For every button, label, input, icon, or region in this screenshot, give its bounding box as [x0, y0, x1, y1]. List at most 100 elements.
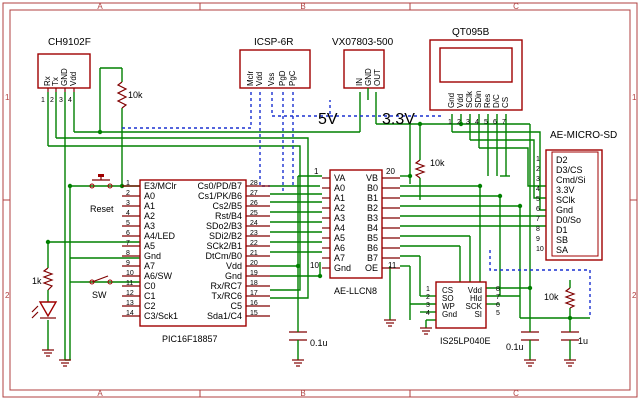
- pic-left-num-1: 1: [126, 180, 130, 187]
- ch9102f-num-1: 1: [41, 97, 45, 104]
- sd-card-module: AE-MICRO-SD D21D3/CS2Cmd/Si33.3V4SClk5Gn…: [536, 130, 617, 261]
- ch9102f-pin-rx: Rx: [43, 76, 52, 86]
- wires: [47, 67, 590, 361]
- pic-right-num-7: 22: [250, 240, 258, 247]
- sd-pin-6: Gnd: [556, 205, 573, 215]
- pic-right-pin-6: SDi2/B2: [209, 231, 242, 241]
- icsp-pin-pgd: PgD: [278, 70, 287, 86]
- icsp-pin-vdd: Vdd: [255, 72, 264, 86]
- voltage-regulator: VX07803-500 IN GND OUT: [332, 37, 394, 100]
- led: [31, 301, 58, 319]
- flash-left-num-2: 2: [426, 294, 430, 301]
- oled-num-6: 6: [493, 119, 497, 126]
- sd-pin-3: Cmd/Si: [556, 175, 586, 185]
- sd-pin-1: D2: [556, 155, 568, 165]
- oled-screen: [439, 47, 513, 83]
- llc-right-pin-8: B6: [367, 243, 378, 253]
- llc-oe-num: 11: [388, 261, 397, 270]
- pic-body: [139, 179, 247, 327]
- supply-3v3-label: 3.3V: [382, 111, 415, 128]
- oled-pin-dc: D/C: [492, 94, 501, 108]
- sd-num-6: 6: [536, 206, 540, 213]
- sd-num-8: 8: [536, 226, 540, 233]
- pic-right-pin-14: Sda1/C4: [207, 311, 242, 321]
- pic-right-num-8: 21: [250, 250, 258, 257]
- llc-left-pin-5: A3: [334, 213, 345, 223]
- pic-right-num-14: 15: [250, 310, 258, 317]
- pic-left-pin-10: A6/SW: [144, 271, 173, 281]
- pic-right-num-5: 24: [250, 220, 258, 227]
- ch9102f-body: [37, 53, 91, 89]
- capacitor-c3-value: 1u: [578, 336, 588, 346]
- oled-num-3: 3: [466, 119, 470, 126]
- llc-left-pin-6: A4: [334, 223, 345, 233]
- pic-right-num-1: 28: [250, 180, 258, 187]
- ch9102f-num-2: 2: [50, 97, 54, 104]
- resistor-r2-value: 10k: [430, 158, 445, 168]
- sd-pin-7: D0/So: [556, 215, 581, 225]
- pic-left-pin-4: A2: [144, 211, 155, 221]
- sd-num-3: 3: [536, 176, 540, 183]
- flash-right-num-2: 7: [496, 294, 500, 301]
- pic-left-num-14: 14: [126, 310, 134, 317]
- flash-right-num-1: 8: [496, 286, 500, 293]
- pic-left-num-7: 7: [126, 240, 130, 247]
- icsp-pin-mclr: Mclr: [246, 71, 255, 86]
- icsp-pin-pgc: PgC: [288, 70, 297, 86]
- flash-right-pin-3: SCK: [466, 302, 483, 311]
- pic-left-num-6: 6: [126, 230, 130, 237]
- pic-right-pin-12: Tx/RC6: [211, 291, 242, 301]
- llc-right-pin-2: B0: [367, 183, 378, 193]
- pic-left-pin-6: A4/LED: [144, 231, 176, 241]
- pic-right-pin-5: SDo2/B3: [206, 221, 242, 231]
- pic-left-num-12: 12: [126, 290, 134, 297]
- pic-right-pin-9: Vdd: [226, 261, 242, 271]
- flash-right-num-4: 5: [496, 310, 500, 317]
- llc-right-pin-6: B4: [367, 223, 378, 233]
- oled-pin-cs: CS: [501, 97, 510, 108]
- pic-left-pin-12: C1: [144, 291, 156, 301]
- capacitor-c2: 0.1u: [506, 330, 539, 352]
- llc-left-pin-8: A6: [334, 243, 345, 253]
- resistor-r2: 10k: [414, 158, 445, 179]
- sd-pin-5: SClk: [556, 195, 576, 205]
- oled-body: [429, 39, 523, 111]
- sd-pin-4: 3.3V: [556, 185, 575, 195]
- pic-right-pin-1: Cs0/PD/B7: [197, 181, 242, 191]
- flash-right-pin-1: Vdd: [468, 286, 482, 295]
- oled-pin-res: Res: [483, 94, 492, 108]
- capacitor-c3: 1u: [561, 330, 588, 346]
- ch9102f-label: CH9102F: [48, 37, 91, 48]
- frame-col-c-bottom: C: [513, 389, 519, 398]
- capacitor-c1: 0.1u: [289, 330, 328, 348]
- flash-label: IS25LP040E: [440, 336, 491, 346]
- sd-num-5: 5: [536, 196, 540, 203]
- llc-left-pin-4: A2: [334, 203, 345, 213]
- frame-row-1-right: 1: [632, 93, 637, 102]
- frame-col-b-bottom: B: [300, 389, 305, 398]
- frame-col-a-bottom: A: [97, 389, 103, 398]
- sd-label: AE-MICRO-SD: [550, 130, 617, 141]
- flash-left-pin-1: CS: [442, 286, 453, 295]
- llc-left-pin-2: A0: [334, 183, 345, 193]
- frame-col-a: A: [97, 2, 103, 11]
- ch9102f-pin-gnd: GND: [60, 68, 69, 86]
- flash-body: [435, 281, 487, 329]
- flash-right-pin-2: Hld: [470, 294, 482, 303]
- flash-left-pin-4: Gnd: [442, 310, 457, 319]
- pic-right-pin-4: Rst/B4: [215, 211, 242, 221]
- llc-right-pin-3: B1: [367, 193, 378, 203]
- oled-num-7: 7: [502, 119, 506, 126]
- pic-left-num-13: 13: [126, 300, 134, 307]
- pic-right-pin-10: Gnd: [225, 271, 242, 281]
- frame-col-b: B: [300, 2, 305, 11]
- resistor-r1: 10k: [116, 81, 143, 109]
- vreg-body: [343, 49, 385, 89]
- pic-left-pin-13: C2: [144, 301, 156, 311]
- vreg-pin-gnd: GND: [364, 68, 373, 86]
- icsp-header: ICSP-6R Mclr Vdd Vss PgD PgC: [239, 37, 311, 89]
- pic-right-num-3: 26: [250, 200, 258, 207]
- pic-left-num-11: 11: [126, 280, 133, 287]
